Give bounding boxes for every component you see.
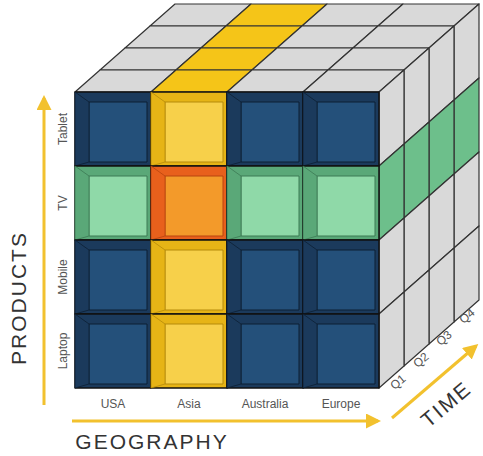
axis-title: GEOGRAPHY [75,431,228,452]
front-cell [75,240,151,314]
front-cell-inner [89,250,147,310]
product-label: Mobile [57,259,69,294]
front-cell-bevel [151,240,165,314]
front-cell-inner [241,176,299,236]
front-cell [151,314,227,388]
front-cell [303,314,379,388]
front-cell-bevel [75,240,89,314]
geography-label: Australia [242,398,289,410]
front-cell-inner [241,102,299,162]
front-cell-inner [165,176,223,236]
products-axis-arrow [43,98,46,405]
front-cell [151,92,227,166]
front-cell-bevel [151,92,165,166]
front-cell-inner [241,324,299,384]
front-cell [227,314,303,388]
front-cell [75,314,151,388]
front-cell [151,166,227,240]
axis-title: TIME [417,377,475,430]
front-cell-bevel [303,92,317,166]
front-cell [227,166,303,240]
product-label: TV [57,195,69,210]
front-cell [303,92,379,166]
front-cell-bevel [75,314,89,388]
front-cell-inner [89,324,147,384]
front-cell-inner [89,102,147,162]
front-cell [303,240,379,314]
front-cell-inner [317,102,375,162]
geography-label: Europe [322,398,361,410]
front-cell [303,166,379,240]
front-cell-bevel [75,166,89,240]
front-cell-inner [165,250,223,310]
geography-label: Asia [177,398,200,410]
front-cell-bevel [227,314,241,388]
axis-title: PRODUCTS [8,231,29,365]
geography-label: USA [101,398,126,410]
side-cell [429,248,454,344]
front-cell-inner [241,250,299,310]
front-cell-inner [89,176,147,236]
product-label: Tablet [57,113,69,145]
side-cell [404,270,429,366]
front-cell-bevel [151,166,165,240]
front-cell [75,92,151,166]
front-cell-inner [317,250,375,310]
front-cell-inner [317,324,375,384]
data-cube [75,4,479,388]
front-cell-bevel [303,166,317,240]
front-cell-bevel [227,92,241,166]
front-cell [227,92,303,166]
front-cell [227,240,303,314]
geography-axis-arrow [72,420,378,423]
product-label: Laptop [57,333,69,370]
front-cell-bevel [303,240,317,314]
front-cell-bevel [75,92,89,166]
front-cell-bevel [151,314,165,388]
front-cell-bevel [227,166,241,240]
front-cell-bevel [303,314,317,388]
front-cell [151,240,227,314]
front-cell-inner [317,176,375,236]
front-cell-inner [165,102,223,162]
front-cell [75,166,151,240]
front-cell-bevel [227,240,241,314]
front-cell-inner [165,324,223,384]
